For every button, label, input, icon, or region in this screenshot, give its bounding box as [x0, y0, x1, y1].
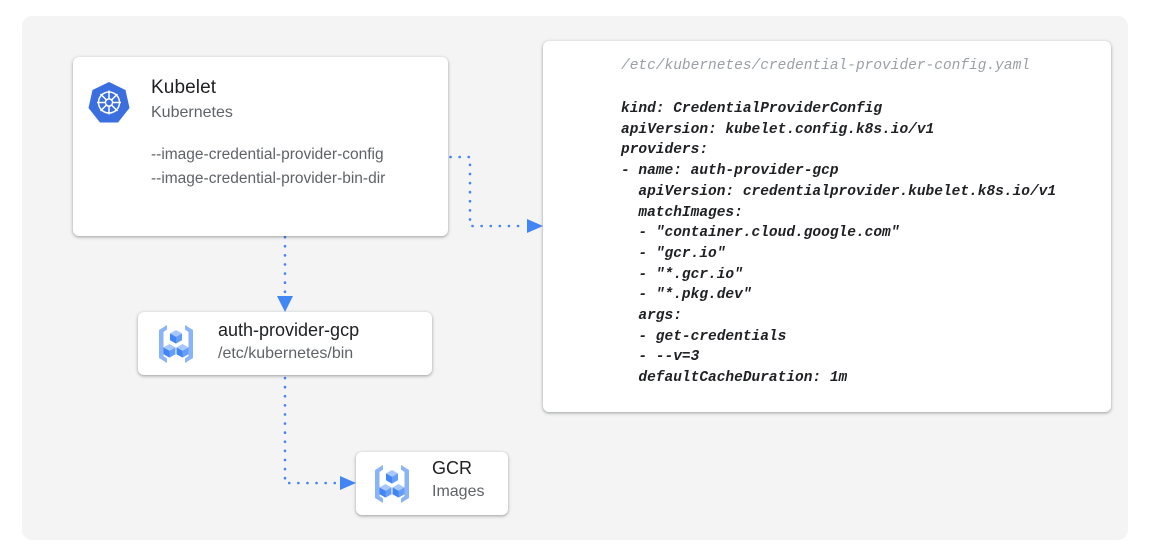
- node-gcr-title: GCR: [432, 458, 472, 478]
- kubernetes-logo-icon: [88, 82, 130, 123]
- node-auth-provider-title: auth-provider-gcp: [218, 320, 360, 340]
- kubelet-flag-image-credential-provider-bin-dir: --image-credential-provider-bin-dir: [151, 170, 386, 187]
- container-registry-icon: [159, 325, 193, 363]
- kubelet-flag-image-credential-provider-config: --image-credential-provider-config: [151, 146, 384, 163]
- node-kubelet[interactable]: Kubelet Kubernetes --image-credential-pr…: [73, 57, 448, 236]
- yaml-config-content: kind: CredentialProviderConfig apiVersio…: [621, 101, 1057, 387]
- node-kubelet-title: Kubelet: [151, 77, 217, 98]
- yaml-config-card[interactable]: /etc/kubernetes/credential-provider-conf…: [543, 41, 1111, 412]
- node-auth-provider-subtitle: /etc/kubernetes/bin: [218, 345, 354, 362]
- node-kubelet-subtitle: Kubernetes: [151, 104, 233, 121]
- node-gcr-subtitle: Images: [432, 483, 485, 500]
- container-registry-icon: [375, 465, 409, 503]
- yaml-file-path: /etc/kubernetes/credential-provider-conf…: [621, 58, 1030, 74]
- node-gcr[interactable]: GCR Images: [356, 452, 508, 515]
- node-auth-provider-gcp[interactable]: auth-provider-gcp /etc/kubernetes/bin: [138, 312, 432, 375]
